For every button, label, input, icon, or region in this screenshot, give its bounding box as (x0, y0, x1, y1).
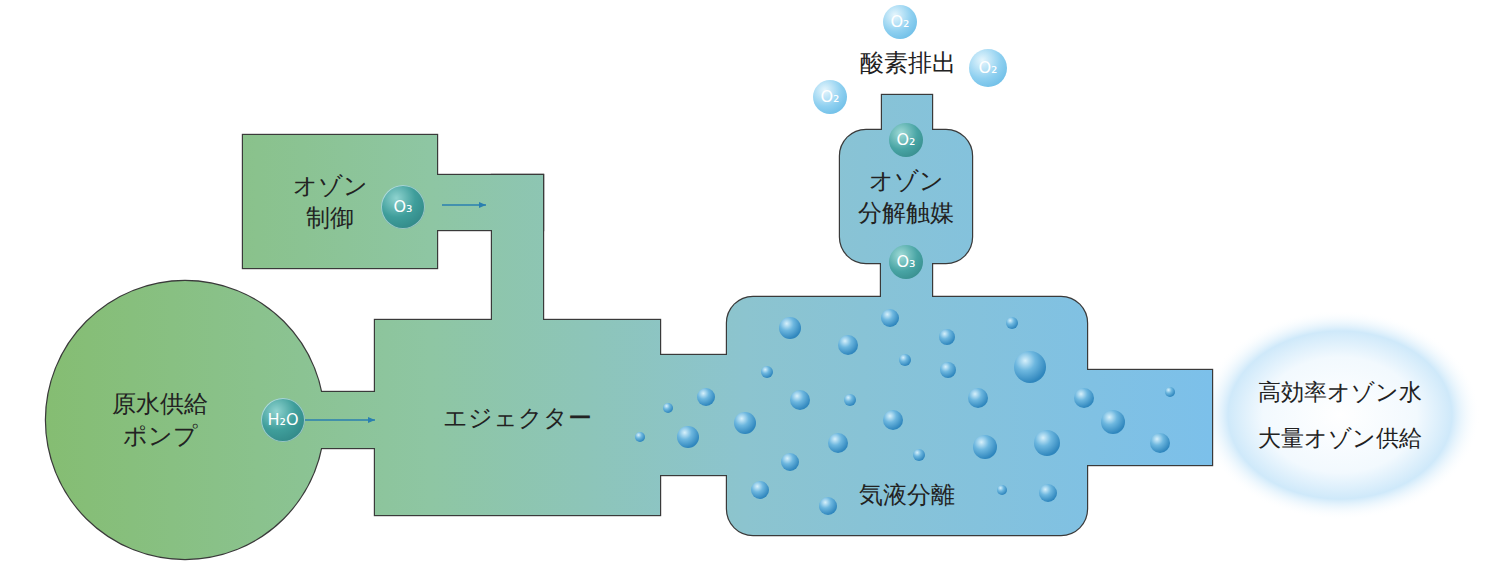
gas-bubble (697, 388, 715, 406)
output-glow (1200, 310, 1480, 520)
pipe-segment (727, 297, 1087, 535)
pipe-segment-outline (727, 297, 1087, 535)
gas-bubble (1014, 351, 1046, 383)
gas-bubble (844, 394, 856, 406)
ejector-box: エジェクター (375, 320, 660, 515)
gas-bubble (1101, 410, 1125, 434)
gas-bubble (761, 366, 773, 378)
pipe-body (46, 95, 1212, 559)
oxygen-bubble: O₂ (813, 80, 847, 114)
oxygen-exhaust-label: 酸素排出 (860, 48, 956, 78)
ozone-flow-arrow (442, 204, 486, 205)
catalyst-box: オゾン 分解触媒O₂O₃ (840, 130, 972, 263)
molecule-bubble: O₂ (889, 123, 923, 157)
gas-bubble (1006, 317, 1018, 329)
pipe-segment-outline (420, 175, 543, 230)
gas-bubble (1039, 484, 1057, 502)
gas-bubble (819, 497, 837, 515)
gas-bubble (751, 481, 769, 499)
pipe-segment (420, 175, 543, 230)
gas-bubble (1150, 433, 1170, 453)
gas-bubble (838, 335, 858, 355)
molecule-bubble: O₃ (889, 245, 923, 279)
molecule-bubble: H₂O (261, 398, 305, 442)
gas-bubble (734, 412, 756, 434)
control-box: オゾン 制御 O₃ (243, 135, 437, 268)
gas-bubble (1074, 388, 1094, 408)
pipe-segment (645, 355, 740, 475)
pipe-segment (1070, 370, 1212, 465)
gas-bubble (913, 449, 925, 461)
pipe-segment-outline (645, 355, 740, 475)
gas-bubble (1165, 387, 1175, 397)
molecule-formula: H₂O (267, 411, 298, 429)
gas-bubble (883, 410, 903, 430)
oxygen-bubble: O₂ (883, 5, 917, 39)
output-region: 高効率オゾン水 大量オゾン供給 (1225, 345, 1455, 485)
pipe-segment-outline (375, 320, 660, 515)
molecule-formula: O₂ (978, 59, 997, 77)
gas-bubble (663, 403, 673, 413)
gas-bubble (968, 388, 988, 408)
node-label: オゾン 制御 (293, 170, 368, 234)
oxygen-bubble: O₂ (969, 49, 1007, 87)
gas-bubble (781, 453, 799, 471)
flow-arrow (305, 419, 375, 420)
pipe-outline (46, 95, 1212, 559)
pipe-segment (46, 281, 324, 559)
pipe-segment-outline (46, 281, 324, 559)
pipe-segment (375, 320, 660, 515)
gas-bubble (939, 329, 955, 345)
pipe-segment-outline (1070, 370, 1212, 465)
molecule-formula: O₃ (393, 198, 412, 216)
molecule-formula: O₂ (820, 88, 839, 106)
pipe-segment (243, 135, 437, 268)
molecule-formula: O₂ (896, 131, 915, 149)
gas-bubble (997, 485, 1007, 495)
molecule-bubble: O₃ (381, 185, 425, 229)
pump-circle: 原水供給 ポンプ H₂O (60, 300, 320, 540)
gas-bubble (973, 435, 997, 459)
gas-bubble (779, 317, 801, 339)
node-label: エジェクター (443, 402, 592, 434)
gas-bubble (635, 432, 645, 442)
node-label: 原水供給 ポンプ (112, 388, 208, 452)
gas-bubble (881, 309, 899, 327)
gas-bubble (940, 362, 956, 378)
gas-bubble (790, 390, 810, 410)
gas-bubble (899, 354, 911, 366)
separator-box: 気液分離 (727, 297, 1087, 535)
gas-bubble (677, 426, 699, 448)
node-label: オゾン 分解触媒 (858, 165, 954, 229)
molecule-formula: O₃ (896, 253, 915, 271)
node-label: 高効率オゾン水 大量オゾン供給 (1258, 369, 1422, 461)
molecule-formula: O₂ (890, 13, 909, 31)
node-label: 気液分離 (859, 479, 955, 511)
pipe-segment-outline (243, 135, 437, 268)
gas-bubble (828, 433, 848, 453)
gas-bubbles (635, 309, 1175, 515)
gas-bubble (1034, 430, 1060, 456)
